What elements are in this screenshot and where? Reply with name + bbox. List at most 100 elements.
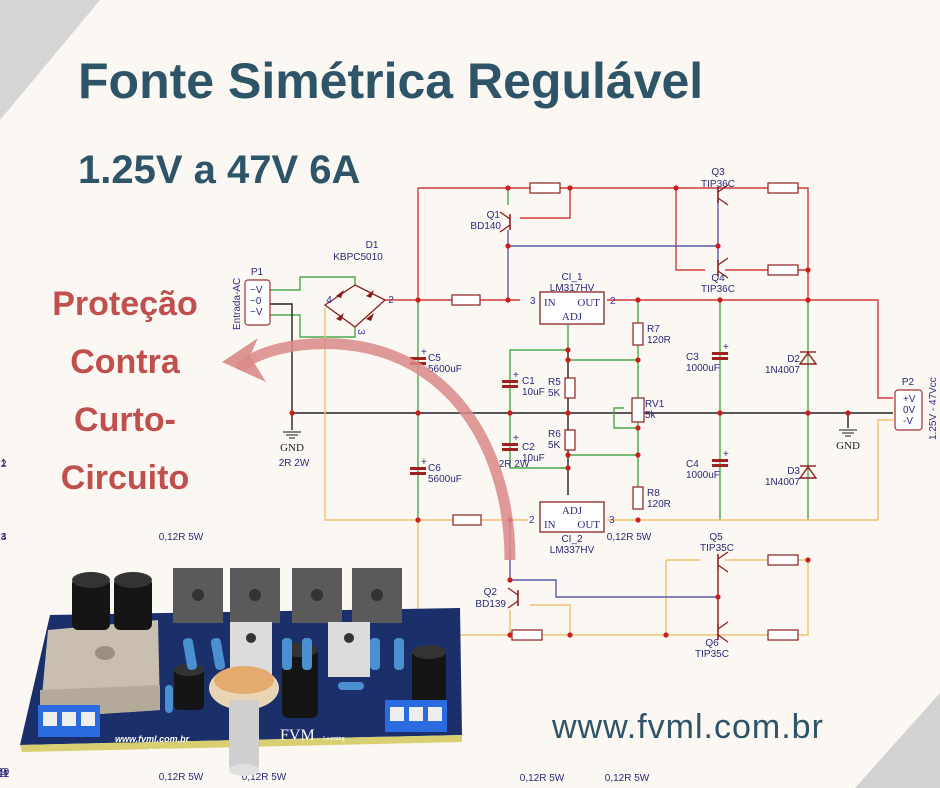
resistor-ref: R10 bbox=[0, 767, 10, 778]
ci1-in: IN bbox=[544, 297, 556, 309]
capacitor-value: 10uF bbox=[522, 387, 545, 398]
d1-value: KBPC5010 bbox=[333, 252, 383, 263]
junction-dot bbox=[507, 410, 513, 416]
capacitor-plate bbox=[502, 380, 518, 383]
corner-decoration-bottom-right bbox=[855, 693, 940, 788]
callout-line-2: Contra bbox=[70, 343, 180, 381]
junction-dot bbox=[717, 297, 723, 303]
callout-arrow-head-icon bbox=[222, 338, 266, 382]
wire-positive-top bbox=[418, 187, 809, 300]
callout-line-1: Proteção bbox=[52, 285, 198, 323]
ci1-adj: ADJ bbox=[562, 311, 583, 323]
junction-dot bbox=[567, 632, 573, 638]
p1-pin-label: ~V bbox=[250, 307, 263, 318]
transistor-q4-emitter bbox=[717, 270, 729, 279]
capacitor-plate bbox=[410, 472, 426, 475]
wire-bridge-negative bbox=[324, 308, 418, 521]
q2-value: BD139 bbox=[475, 599, 506, 610]
junction-dot bbox=[805, 297, 811, 303]
callout-line-4: Circuito bbox=[60, 459, 190, 497]
resistor-value: 0,12R 5W bbox=[159, 772, 204, 783]
diode-ref: D2 bbox=[787, 354, 800, 365]
junction-dot bbox=[567, 185, 573, 191]
junction-dot bbox=[289, 410, 295, 416]
p1-pin-label: ~0 bbox=[250, 296, 262, 307]
schematic-junctions bbox=[289, 185, 851, 638]
q2-ref: Q2 bbox=[484, 587, 498, 598]
q4-ref: Q4 bbox=[711, 273, 725, 284]
junction-dot bbox=[415, 297, 421, 303]
resistor-r9 bbox=[767, 182, 799, 194]
junction-dot bbox=[415, 517, 421, 523]
transistor-q3-emitter bbox=[717, 197, 729, 206]
resistor-ref: R5 bbox=[548, 377, 561, 388]
resistor-r8 bbox=[632, 486, 644, 510]
d1-pin-4: 4 bbox=[326, 295, 332, 306]
ci2-value: LM337HV bbox=[550, 545, 595, 556]
resistor-ref: R12 bbox=[0, 769, 10, 780]
resistor-ref: R7 bbox=[647, 324, 660, 335]
wire-ac-2 bbox=[270, 314, 356, 338]
junction-dot bbox=[415, 410, 421, 416]
resistor-r5 bbox=[564, 377, 576, 399]
diode-d3 bbox=[798, 465, 818, 479]
capacitor-ref: C5 bbox=[428, 353, 441, 364]
capacitor-ref: C2 bbox=[522, 442, 535, 453]
q5-value: TIP35C bbox=[700, 543, 734, 554]
resistor-ref: R6 bbox=[548, 429, 561, 440]
capacitor-ref: C6 bbox=[428, 463, 441, 474]
corner-decoration-top-left bbox=[0, 0, 100, 120]
capacitor-plate bbox=[410, 467, 426, 470]
wire-r3-q1base bbox=[520, 188, 571, 219]
ci2-in: IN bbox=[544, 519, 556, 531]
transistor-q6-collector bbox=[717, 621, 729, 630]
capacitor-plate bbox=[502, 448, 518, 451]
capacitor-polarity: + bbox=[723, 342, 729, 353]
resistor-value: 5K bbox=[548, 388, 561, 399]
d1-pin-3: 3 bbox=[355, 329, 366, 335]
resistor-r7 bbox=[632, 322, 644, 346]
transistor-q5-collector bbox=[717, 551, 729, 560]
pcb-power-transistors bbox=[173, 568, 402, 623]
diode-ref: D3 bbox=[787, 466, 800, 477]
pcb-3d-render: www.fvml.com.br Rev 1.2 FVM Learning bbox=[20, 568, 462, 776]
junction-dot bbox=[715, 594, 721, 600]
resistor-ref: R11 bbox=[0, 769, 9, 780]
capacitor-plate bbox=[502, 385, 518, 388]
junction-dot bbox=[565, 347, 571, 353]
connector-p1 bbox=[244, 279, 271, 326]
ci1-pin-out: 2 bbox=[610, 296, 616, 307]
diode-d2 bbox=[798, 351, 818, 365]
capacitor-value: 1000uF bbox=[686, 470, 720, 481]
transistor-q3-collector bbox=[717, 184, 729, 193]
wire-negative-bottom bbox=[418, 560, 809, 636]
transistor-q4-collector bbox=[717, 257, 729, 266]
capacitor-ref: C1 bbox=[522, 376, 535, 387]
callout-arrow bbox=[235, 338, 516, 561]
junction-dot bbox=[673, 185, 679, 191]
pcb-silk-url: www.fvml.com.br bbox=[115, 734, 190, 744]
wire-q1-drive bbox=[508, 200, 719, 247]
pcb-input-terminal bbox=[38, 705, 100, 737]
q5-ref: Q5 bbox=[709, 532, 723, 543]
capacitor-polarity: + bbox=[513, 370, 519, 381]
junction-dot bbox=[565, 465, 571, 471]
capacitor-plate bbox=[712, 459, 728, 462]
resistor-value: 2R 2W bbox=[279, 458, 310, 469]
capacitor-plate bbox=[410, 357, 426, 360]
diode-value: 1N4007 bbox=[765, 365, 800, 376]
capacitor-polarity: + bbox=[723, 449, 729, 460]
capacitor-plate bbox=[502, 443, 518, 446]
connector-p2 bbox=[894, 389, 923, 431]
resistor-r1 bbox=[451, 294, 481, 306]
q1-value: BD140 bbox=[470, 221, 501, 232]
capacitor-plate bbox=[712, 464, 728, 467]
regulator-ci1 bbox=[539, 291, 605, 325]
website-link[interactable]: www.fvml.com.br bbox=[552, 708, 824, 746]
p2-pin-label: +V bbox=[903, 394, 916, 405]
resistor-ref: R4 bbox=[0, 532, 7, 543]
resistor-r6 bbox=[564, 429, 576, 451]
q6-value: TIP35C bbox=[695, 649, 729, 660]
pcb-brand-sub: Learning bbox=[323, 736, 345, 742]
